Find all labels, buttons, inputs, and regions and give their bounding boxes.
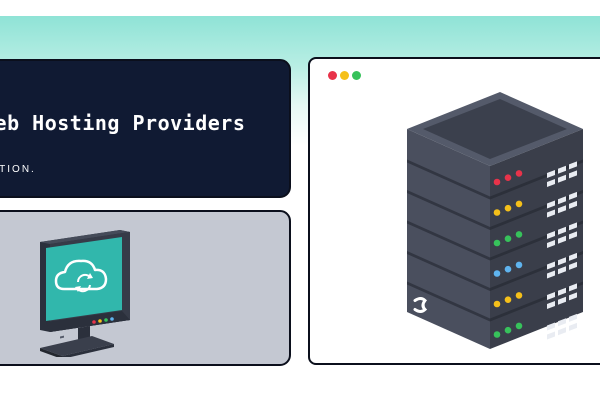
vent-hole (547, 270, 555, 279)
cloud-sync-icon (54, 259, 108, 293)
status-led (504, 296, 512, 303)
vent-hole (547, 209, 555, 218)
vent-hole (558, 226, 566, 235)
status-led (504, 265, 512, 273)
status-led (504, 326, 512, 334)
monitor-card (0, 210, 291, 366)
server-slot-divider (407, 251, 490, 291)
vent-hole (569, 231, 577, 240)
status-led (493, 300, 501, 308)
status-led (493, 270, 501, 277)
s-logo-icon (413, 297, 428, 313)
vent-hole (547, 200, 555, 209)
status-led (493, 331, 501, 338)
vent-hole (547, 240, 555, 248)
vent-hole (547, 322, 555, 331)
vent-hole (558, 257, 566, 266)
vent-hole (558, 196, 566, 205)
vent-hole (569, 283, 577, 292)
server-slot-divider (407, 281, 490, 322)
server-slot-divider (407, 159, 490, 200)
vent-hole (569, 200, 577, 209)
status-led (515, 292, 523, 299)
status-led (515, 322, 523, 330)
status-led (504, 174, 512, 181)
server-slot-divider (407, 220, 490, 261)
vent-hole (569, 313, 577, 322)
status-led (504, 204, 512, 212)
vent-hole (558, 287, 566, 296)
vent-hole (547, 231, 555, 239)
status-led (493, 178, 501, 186)
status-led (515, 170, 523, 177)
vent-hole (569, 170, 577, 179)
vent-hole (547, 179, 555, 187)
status-led (493, 209, 501, 216)
maximize-dot[interactable] (352, 71, 361, 80)
vent-hole (569, 322, 577, 331)
status-led (515, 231, 523, 238)
server-slot-divider (407, 190, 490, 230)
minimize-dot[interactable] (340, 71, 349, 80)
brand-logo-text: NATION. (0, 164, 36, 175)
close-dot[interactable] (328, 71, 337, 80)
status-led (515, 261, 523, 269)
desktop-monitor-illustration (40, 230, 130, 357)
status-led (515, 200, 523, 208)
vent-hole (569, 261, 577, 270)
vent-hole (547, 292, 555, 300)
vent-hole (569, 161, 577, 170)
vent-hole (569, 292, 577, 301)
vent-hole (558, 318, 566, 327)
vent-hole (547, 170, 555, 178)
window-controls (328, 71, 361, 80)
top-margin (0, 0, 600, 16)
vent-hole (569, 191, 577, 200)
vent-hole (547, 301, 555, 309)
status-led (504, 235, 512, 242)
server-slots (407, 159, 583, 340)
vent-hole (569, 222, 577, 231)
title-card: Web Hosting Providers NATION. (0, 59, 291, 198)
page-title: Web Hosting Providers (0, 111, 246, 135)
vent-hole (558, 327, 566, 336)
vent-hole (547, 261, 555, 270)
vent-hole (558, 205, 566, 214)
vent-hole (558, 174, 566, 183)
vent-hole (558, 235, 566, 244)
server-rack-illustration (395, 92, 595, 349)
vent-hole (558, 165, 566, 174)
monitor-screen (46, 237, 122, 321)
browser-window (308, 57, 600, 365)
vent-hole (558, 266, 566, 275)
vent-hole (547, 331, 555, 340)
status-led (493, 239, 501, 247)
vent-hole (569, 252, 577, 261)
vent-hole (558, 296, 566, 305)
